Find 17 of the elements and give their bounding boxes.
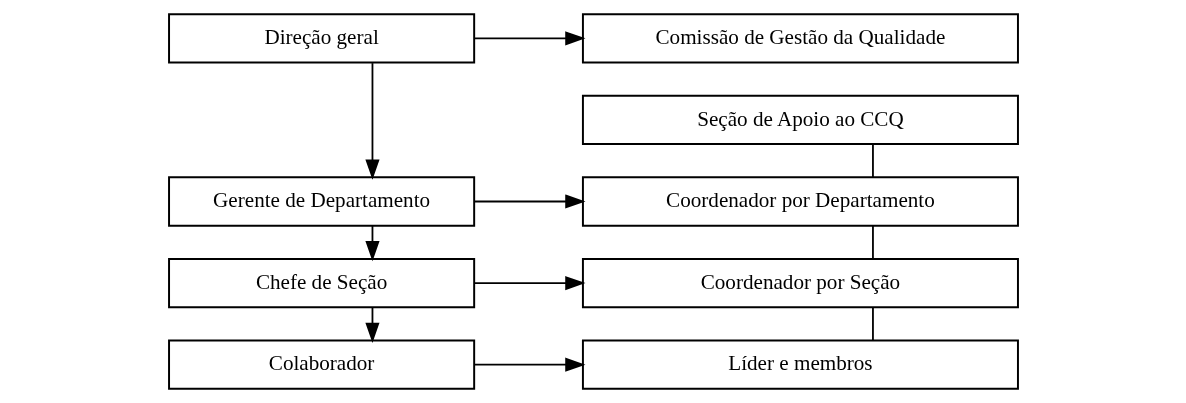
arrow — [473, 357, 585, 372]
node-box: Comissão de Gestão da Qualidade — [581, 13, 1019, 64]
node-box: Líder e membros — [581, 339, 1019, 390]
node-box: Chefe de Seção — [167, 257, 475, 309]
arrow — [473, 275, 585, 291]
node-box: Coordenador por Departamento — [581, 176, 1019, 227]
node-box: Coordenador por Seção — [581, 257, 1019, 309]
arrow — [473, 31, 585, 46]
connector — [871, 143, 874, 178]
connector — [871, 306, 874, 342]
node-box: Gerente de Departamento — [167, 176, 475, 227]
connector — [871, 225, 874, 260]
arrow — [473, 194, 585, 209]
node-box: Colaborador — [167, 339, 475, 390]
node-box: Direção geral — [167, 13, 475, 64]
node-box: Seção de Apoio ao CCQ — [581, 94, 1019, 146]
arrow — [364, 62, 380, 180]
